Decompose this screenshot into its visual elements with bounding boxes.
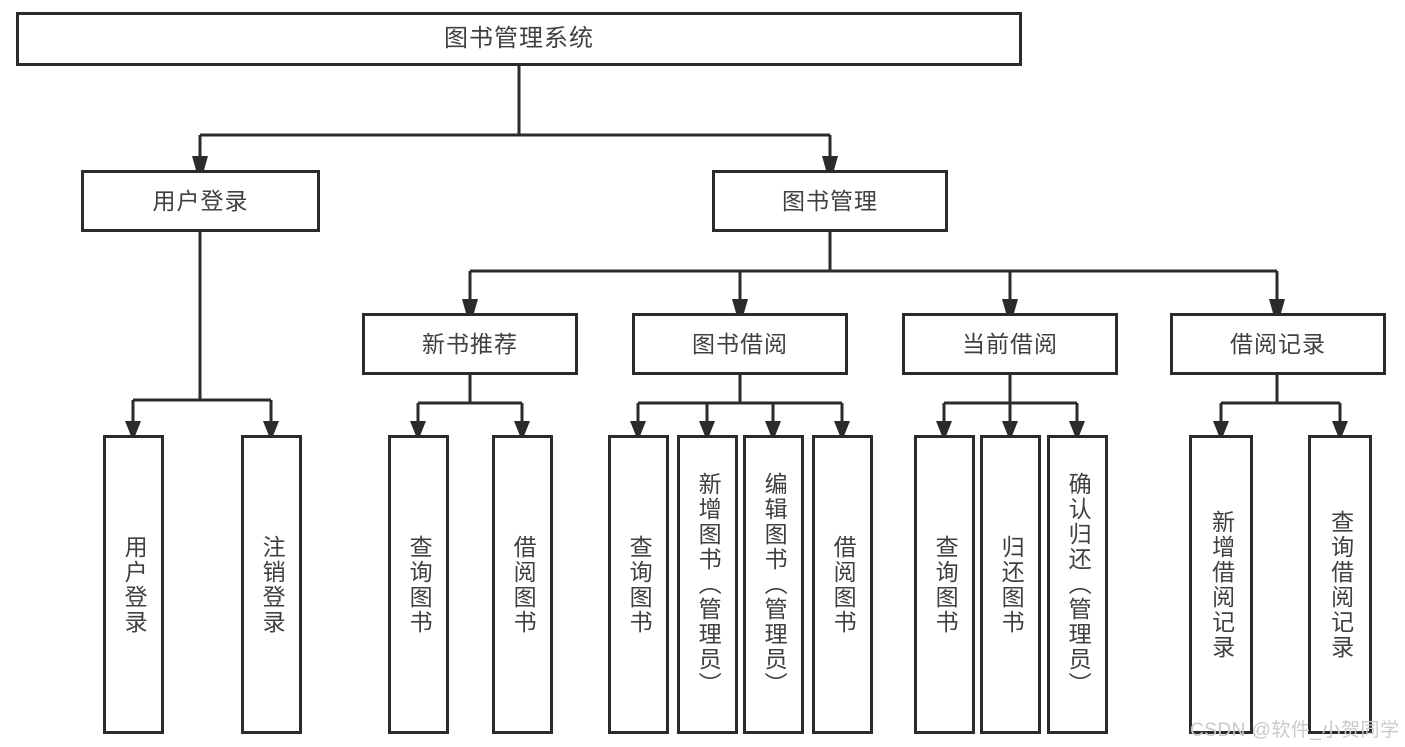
leaf-user-login-login[interactable]: 用户登录: [103, 435, 164, 734]
node-borrow-record[interactable]: 借阅记录: [1170, 313, 1386, 375]
node-label: 新增借阅记录: [1208, 509, 1235, 660]
node-label: 图书借阅: [692, 330, 788, 357]
leaf-borrow-add-book-admin[interactable]: 新增图书（管理员）: [677, 435, 738, 734]
leaf-current-query-book[interactable]: 查询图书: [914, 435, 975, 734]
node-label: 当前借阅: [962, 330, 1058, 357]
node-label: 新增图书（管理员）: [695, 472, 722, 697]
leaf-borrow-query-book[interactable]: 查询图书: [608, 435, 669, 734]
node-label: 图书管理系统: [444, 25, 594, 52]
node-label: 查询借阅记录: [1327, 509, 1354, 660]
leaf-borrow-borrow-book[interactable]: 借阅图书: [812, 435, 873, 734]
leaf-current-confirm-return-admin[interactable]: 确认归还（管理员）: [1047, 435, 1108, 734]
node-book-management[interactable]: 图书管理: [712, 170, 948, 232]
node-label: 借阅记录: [1230, 330, 1326, 357]
leaf-current-return-book[interactable]: 归还图书: [980, 435, 1041, 734]
node-label: 用户登录: [152, 187, 249, 214]
node-user-login[interactable]: 用户登录: [81, 170, 320, 232]
leaf-new-book-query-book[interactable]: 查询图书: [388, 435, 449, 734]
node-new-book-recommend[interactable]: 新书推荐: [362, 313, 578, 375]
node-label: 注销登录: [259, 534, 286, 635]
csdn-watermark: CSDN @软件_小贺同学: [1190, 715, 1399, 742]
node-label: 查询图书: [626, 534, 653, 635]
leaf-record-query-record[interactable]: 查询借阅记录: [1308, 435, 1372, 734]
node-label: 归还图书: [998, 534, 1025, 635]
node-label: 新书推荐: [422, 330, 518, 357]
node-label: 借阅图书: [510, 534, 537, 635]
node-label: 图书管理: [782, 187, 878, 214]
node-label: 用户登录: [121, 534, 148, 635]
leaf-borrow-edit-book-admin[interactable]: 编辑图书（管理员）: [743, 435, 804, 734]
node-root-book-management-system[interactable]: 图书管理系统: [16, 12, 1022, 66]
node-current-borrow[interactable]: 当前借阅: [902, 313, 1118, 375]
watermark-text: CSDN @软件_小贺同学: [1190, 720, 1400, 741]
leaf-user-login-logout[interactable]: 注销登录: [241, 435, 302, 734]
node-label: 确认归还（管理员）: [1065, 472, 1092, 697]
node-label: 查询图书: [932, 534, 959, 635]
leaf-new-book-borrow-book[interactable]: 借阅图书: [492, 435, 553, 734]
node-label: 借阅图书: [830, 534, 857, 635]
node-label: 查询图书: [406, 534, 433, 635]
node-book-borrow[interactable]: 图书借阅: [632, 313, 848, 375]
leaf-record-add-record[interactable]: 新增借阅记录: [1189, 435, 1253, 734]
node-label: 编辑图书（管理员）: [761, 472, 788, 697]
